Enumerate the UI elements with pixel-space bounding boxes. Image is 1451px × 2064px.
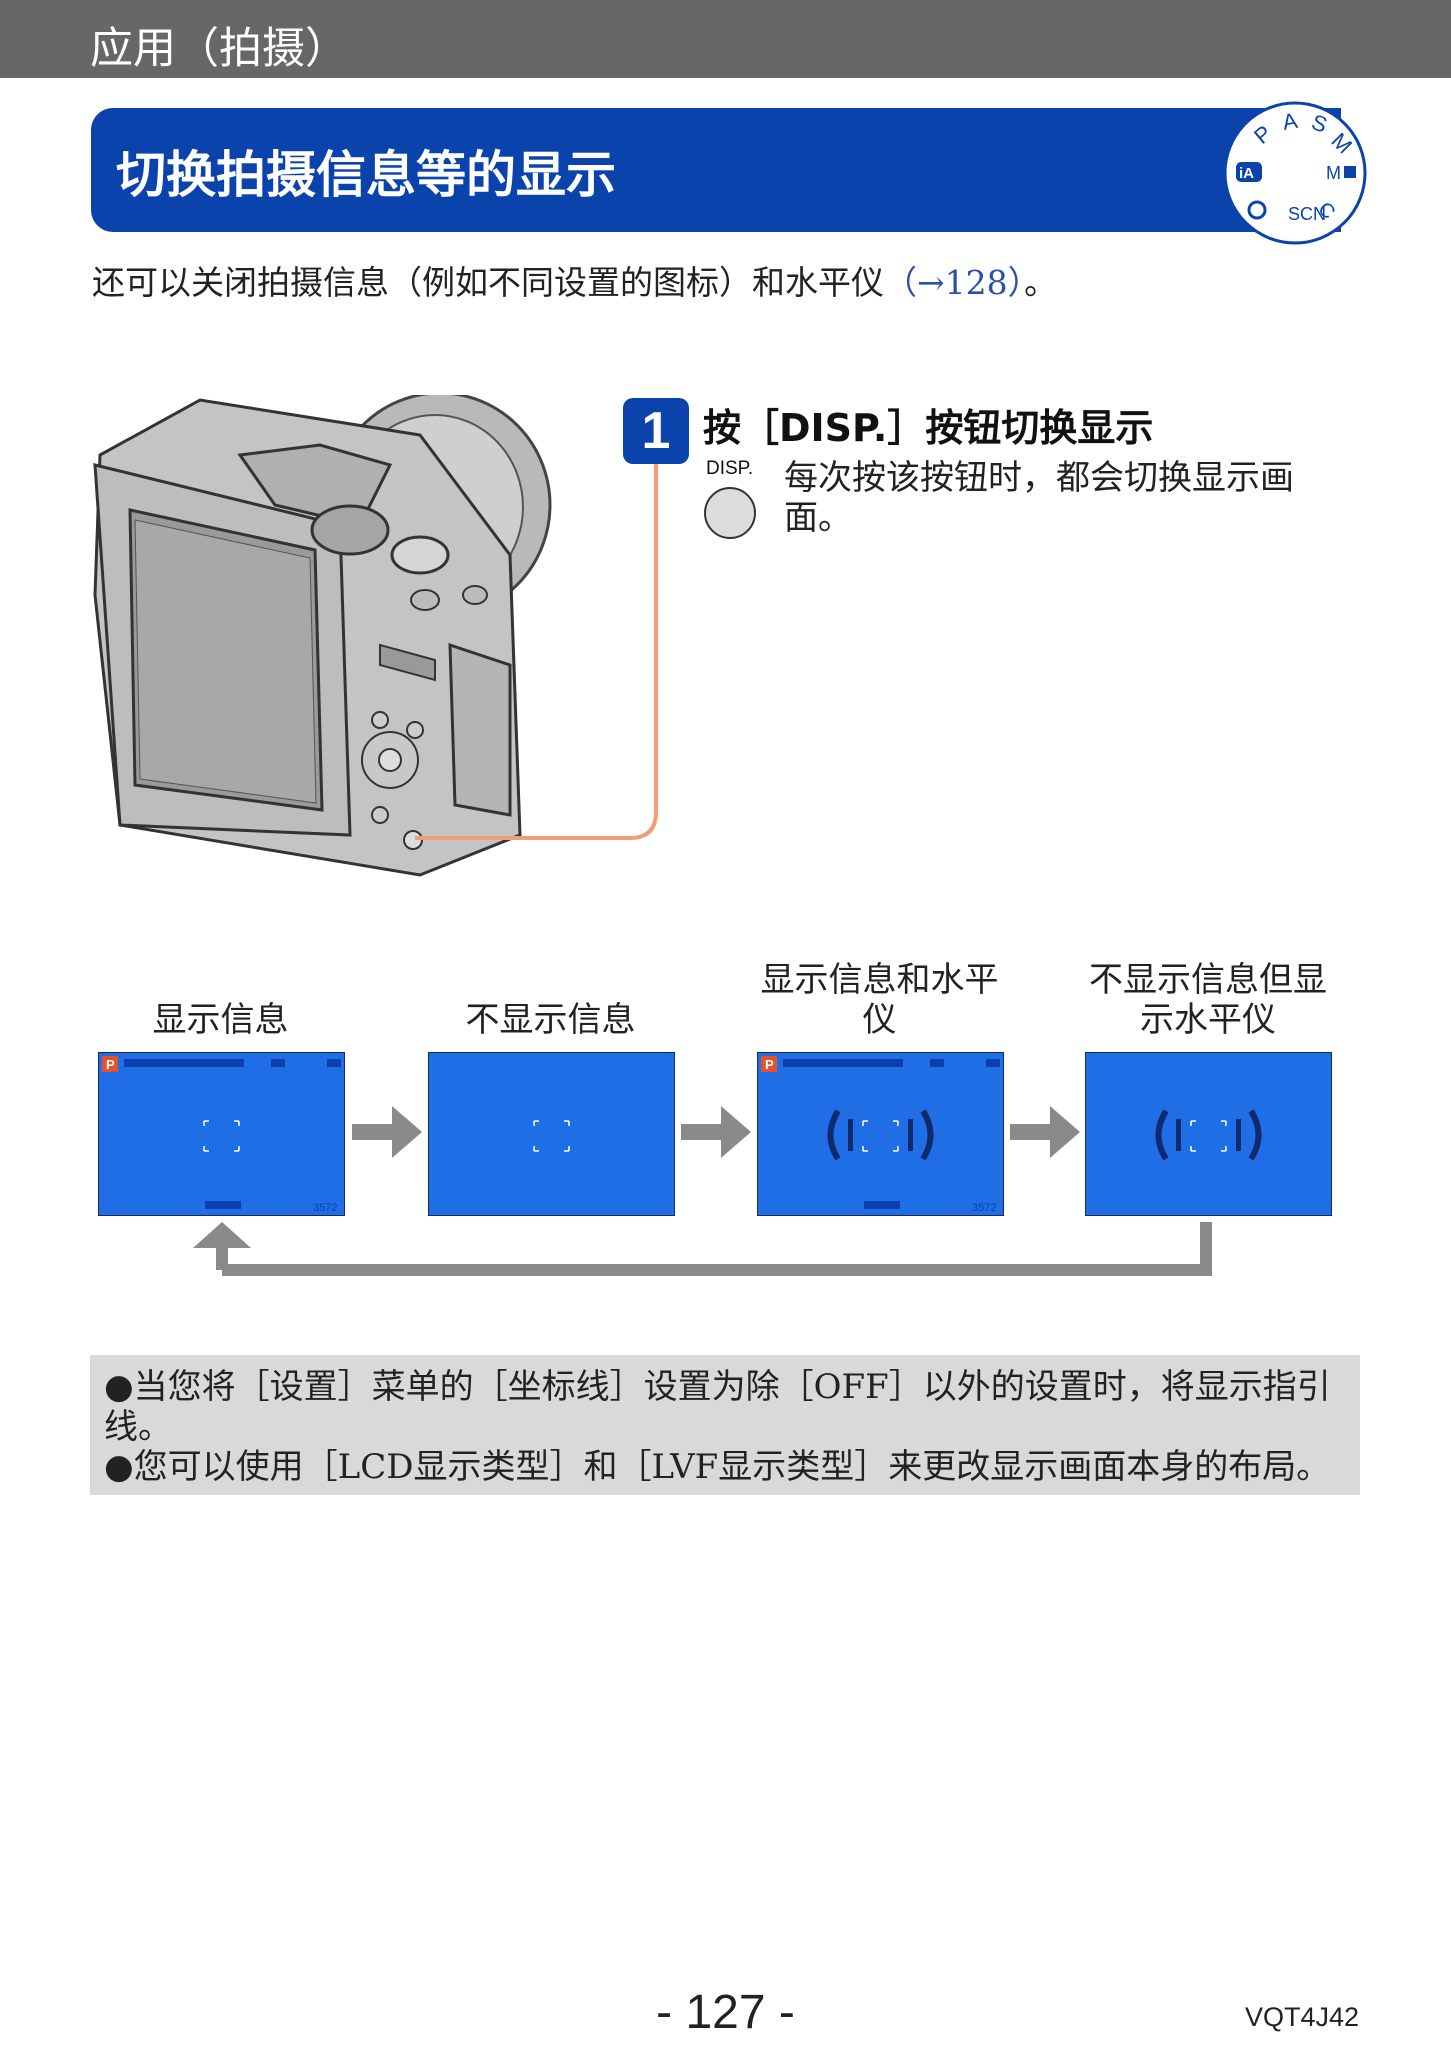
mode-badge: P (106, 1057, 115, 1072)
battery-icon (327, 1059, 341, 1067)
notes-box: ●当您将［设置］菜单的［坐标线］设置为除［OFF］以外的设置时，将显示指引线。 … (90, 1355, 1360, 1495)
intro-main: 还可以关闭拍摄信息（例如不同设置的图标）和水平仪 (92, 263, 884, 302)
status-icons-row (124, 1059, 244, 1067)
focus-frame-icon (203, 1120, 240, 1152)
page-number: - 127 - (656, 1986, 795, 2039)
screen-no-info (428, 1052, 675, 1216)
level-gauge-left-icon (1155, 1109, 1169, 1161)
screen-level-only-content (1155, 1109, 1262, 1161)
screen-info-content: P 3572 (102, 1056, 341, 1214)
level-bar-right (908, 1119, 913, 1151)
level-gauge-right-icon (920, 1109, 934, 1161)
screen-no-info-content (533, 1120, 570, 1152)
screen-info-and-level: P 3572 (757, 1052, 1004, 1216)
intro-tail: 。 (1024, 263, 1058, 302)
shot-counter: 3572 (972, 1202, 996, 1214)
arrow-right-icon-3 (1010, 1106, 1080, 1158)
note-item-2: ●您可以使用［LCD显示类型］和［LVF显示类型］来更改显示画面本身的布局。 (104, 1447, 1331, 1487)
status-icon (930, 1059, 944, 1067)
step-number-badge: 1 (623, 398, 689, 464)
header-bar (0, 0, 1451, 78)
level-gauge-left-icon (827, 1109, 841, 1161)
document-code: VQT4J42 (1245, 2002, 1360, 2032)
screen-info-level-content: P 3572 (761, 1056, 1000, 1214)
battery-icon (986, 1059, 1000, 1067)
status-icon (271, 1059, 285, 1067)
disp-button-label: DISP. (706, 458, 754, 479)
screen-label-3: 显示信息和水平仪 (760, 960, 999, 1040)
page-reference-link[interactable]: （→128） (884, 263, 1025, 302)
svg-text:A: A (1281, 108, 1300, 135)
page-title: 切换拍摄信息等的显示 (116, 146, 616, 204)
status-icons-row (783, 1059, 903, 1067)
arrow-right-icon-1 (352, 1106, 422, 1158)
section-title: 应用（拍摄） (90, 24, 348, 74)
step-title: 按［DISP.］按钮切换显示 (703, 406, 1154, 450)
level-bar-left (848, 1119, 853, 1151)
screen-label-4: 不显示信息但显示水平仪 (1089, 960, 1327, 1040)
mode-badge: P (765, 1057, 774, 1072)
mode-badge-bg (102, 1056, 118, 1072)
screen-label-2: 不显示信息 (465, 1000, 636, 1040)
arrow-right-icon-2 (681, 1106, 751, 1158)
svg-text:SCN: SCN (1288, 204, 1326, 224)
screen-level-only (1085, 1052, 1332, 1216)
level-bar-left (1176, 1119, 1181, 1151)
exposure-info (205, 1201, 241, 1209)
disp-button-icon (704, 487, 756, 539)
exposure-info (864, 1201, 900, 1209)
step-description: 每次按该按钮时，都会切换显示画面。 (784, 458, 1294, 538)
screen-info-display: P 3572 (98, 1052, 345, 1216)
intro-text: 还可以关闭拍摄信息（例如不同设置的图标）和水平仪（→128）。 (92, 256, 1057, 304)
title-bar (91, 108, 1341, 232)
focus-frame-icon (862, 1120, 899, 1152)
svg-text:iA: iA (1239, 165, 1254, 182)
focus-frame-icon (1190, 1120, 1227, 1152)
camera-illustration (93, 395, 552, 877)
note-item-1: ●当您将［设置］菜单的［坐标线］设置为除［OFF］以外的设置时，将显示指引线。 (104, 1367, 1331, 1447)
svg-text:M: M (1326, 163, 1341, 183)
screen-label-1: 显示信息 (152, 1000, 289, 1040)
level-bar-right (1236, 1119, 1241, 1151)
shot-counter: 3572 (313, 1202, 337, 1214)
focus-frame-icon (533, 1120, 570, 1152)
level-gauge-right-icon (1248, 1109, 1262, 1161)
mode-dial-icon: P A S M iA M C SCN (1223, 101, 1367, 245)
mode-badge-bg (761, 1056, 777, 1072)
